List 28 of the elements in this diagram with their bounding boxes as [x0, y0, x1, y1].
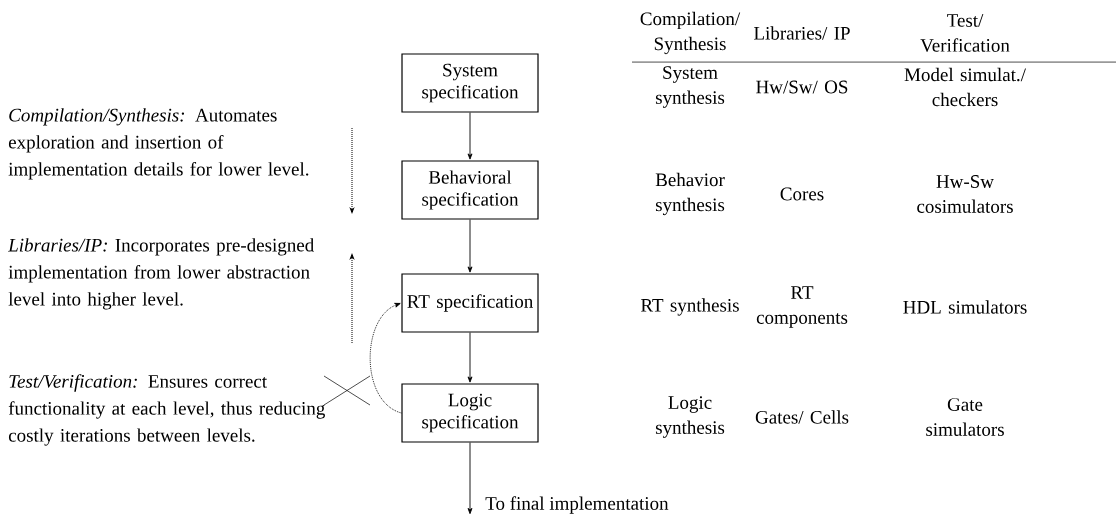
arrow [467, 219, 473, 273]
table-cell: Cores [780, 187, 824, 201]
table-cell: RT synthesis [641, 298, 739, 316]
process-box: RT specification [401, 273, 539, 333]
description-text: Libraries/IP: Incorporates pre-designed implementation from lower abstraction level into higher level. [8, 238, 314, 310]
table-cell: Behavior synthesis [655, 172, 725, 216]
table-cell: Hw/Sw/ OS [756, 80, 848, 94]
process-box: System specification [401, 53, 539, 113]
table-cell: Gate simulators [926, 398, 1004, 436]
column-header: Libraries/ IP [754, 26, 850, 40]
column-header: Compilation/ Synthesis [640, 11, 741, 55]
table-cell: HDL simulators [903, 300, 1027, 314]
arrow [467, 332, 473, 383]
process-box: Behavioral specification [401, 160, 539, 220]
note-text: To final implementation [485, 496, 669, 514]
description-text: Test/Verification: Ensures correct functionality at each level, thus reducing costly iterations between levels. [8, 374, 325, 446]
process-box: Logic specification [401, 383, 539, 443]
description-text: Compilation/Synthesis: Automates exploration and insertion of implementation details for lower level. [8, 108, 309, 180]
table-cell: System synthesis [655, 66, 725, 108]
arrow [467, 442, 473, 515]
table-cell: Model simulat./ checkers [904, 67, 1026, 107]
table-cell: RT components [756, 286, 848, 328]
table-cell: Gates/ Cells [755, 410, 849, 424]
column-header: Test/ Verification [920, 14, 1010, 52]
arrow [467, 112, 473, 160]
arrow [369, 302, 402, 414]
table-cell: Hw-Sw cosimulators [917, 175, 1013, 213]
table-cell: Logic synthesis [655, 396, 725, 438]
